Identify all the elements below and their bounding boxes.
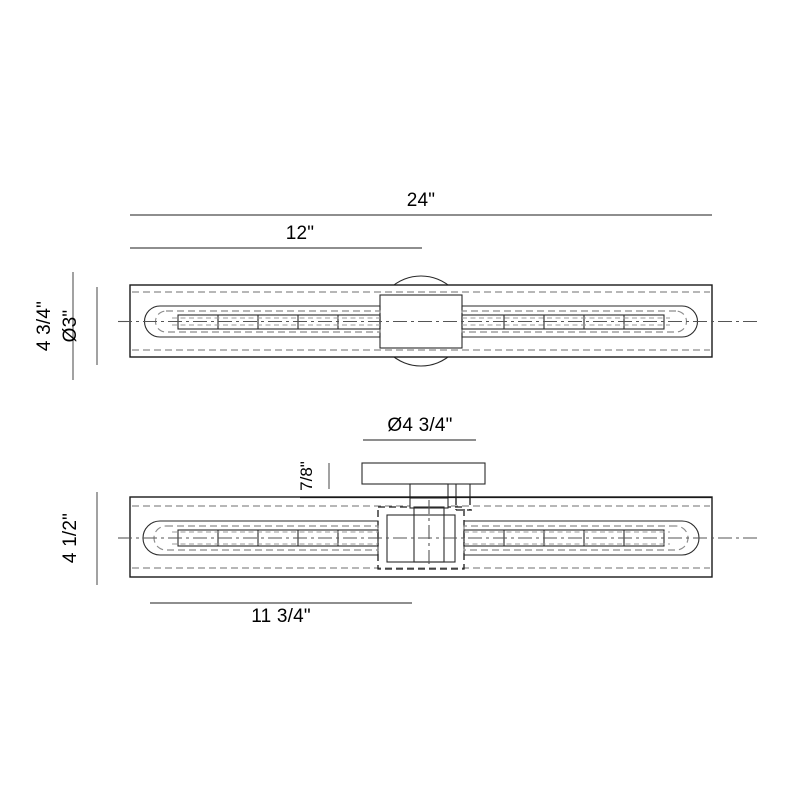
- dimension-label-24in: 24": [407, 190, 435, 211]
- dimension-canopy-diameter: Ø4 3/4": [363, 415, 476, 441]
- front-view-group: 24" 12" 4 3/4" Ø3": [34, 190, 760, 380]
- lamp-capsule-right-front: [461, 305, 698, 338]
- dimension-label-4-3-4in: 4 3/4": [34, 301, 55, 351]
- lamp-tube-right-side: [463, 529, 665, 547]
- side-view-group: Ø4 3/4" 7/8" 4 1/2": [60, 415, 760, 627]
- lamp-capsule-right-side: [463, 520, 700, 556]
- dimension-label-dia3in: Ø3": [60, 310, 81, 343]
- mount-stem-main: [409, 483, 449, 499]
- lamp-capsule-left-side: [142, 520, 379, 556]
- dimension-partial-length: 11 3/4": [150, 602, 412, 627]
- fixture-body-side: [129, 496, 713, 578]
- dimension-front-height: 4 3/4": [34, 272, 74, 380]
- dimension-label-12in: 12": [286, 223, 314, 244]
- lamp-capsule-hidden-left-side: [153, 525, 379, 551]
- dimension-side-height: 4 1/2": [60, 492, 98, 585]
- lamp-capsule-hidden-left-front: [155, 310, 381, 333]
- dimension-label-11-3-4in: 11 3/4": [251, 606, 311, 627]
- lamp-assembly-left-side: [142, 520, 379, 556]
- dimension-canopy-thickness: 7/8": [297, 461, 330, 491]
- dimension-half-length: 12": [130, 223, 422, 249]
- lamp-capsule-left-front: [144, 305, 381, 338]
- dimension-label-7-8in: 7/8": [297, 461, 316, 491]
- canopy-plate-side: [361, 462, 486, 485]
- lamp-capsule-hidden-right-front: [461, 310, 687, 333]
- dimension-label-4-1-2in: 4 1/2": [60, 513, 81, 563]
- dimension-backplate-diameter: Ø3": [60, 287, 98, 365]
- lamp-capsule-hidden-right-side: [463, 525, 689, 551]
- lamp-assembly-right-side: [463, 520, 700, 556]
- dimension-overall-length: 24": [130, 190, 712, 216]
- dimension-label-dia4-3-4in: Ø4 3/4": [387, 415, 452, 436]
